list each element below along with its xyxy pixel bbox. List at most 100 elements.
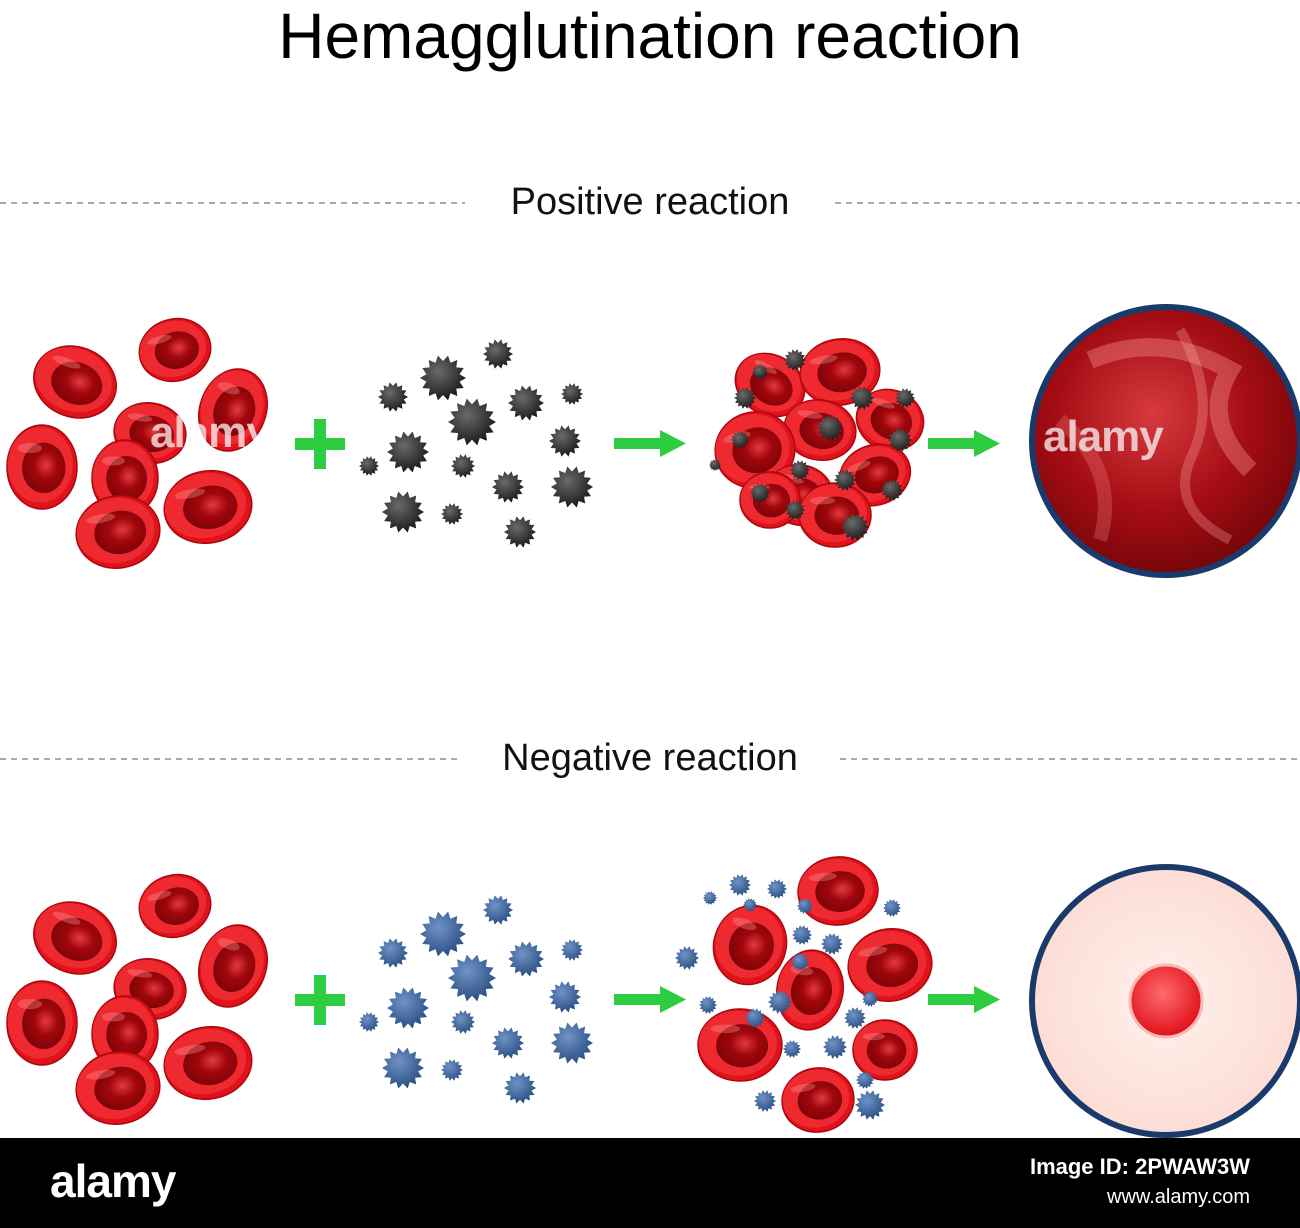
red-blood-cell <box>739 471 801 529</box>
red-blood-cell <box>797 856 879 926</box>
red-blood-cell <box>163 1025 253 1101</box>
negative-arrow-2 <box>928 986 1000 1013</box>
virus-particle <box>441 1059 463 1081</box>
rbc-pellet <box>1128 963 1204 1039</box>
virus-particle <box>895 388 915 408</box>
negative-virus-particles <box>359 895 593 1104</box>
virus-particle <box>862 991 878 1007</box>
virus-particle <box>448 954 496 1002</box>
negative-arrow-1 <box>614 986 686 1013</box>
red-blood-cell <box>847 928 933 1002</box>
virus-particle <box>551 466 593 508</box>
virus-particle <box>743 898 757 912</box>
red-blood-cell <box>852 1019 918 1081</box>
virus-particle <box>420 355 466 401</box>
red-blood-cell <box>781 1067 855 1133</box>
red-blood-cell <box>75 1051 161 1125</box>
virus-particle <box>734 387 756 409</box>
red-blood-cell <box>75 495 161 569</box>
footer-image-id: Image ID: 2PWAW3W <box>1029 1154 1250 1179</box>
virus-particle <box>841 513 869 541</box>
virus-particle <box>791 953 809 971</box>
virus-particle <box>675 946 699 970</box>
virus-particle <box>768 990 792 1014</box>
negative-plus-sign <box>295 975 345 1025</box>
virus-particle <box>549 981 581 1013</box>
virus-particle <box>508 385 544 421</box>
footer-bar: alamy Image ID: 2PWAW3W www.alamy.com <box>0 1138 1300 1228</box>
virus-particle <box>382 1047 424 1089</box>
positive-arrow-2 <box>928 430 1000 457</box>
virus-particle <box>549 425 581 457</box>
red-blood-cell <box>6 980 78 1066</box>
page-title: Hemagglutination reaction <box>278 0 1022 72</box>
positive-arrow-1 <box>614 430 686 457</box>
positive-well-result <box>1029 304 1300 578</box>
positive-agglutinated-cluster <box>709 338 925 548</box>
virus-particle <box>731 431 749 449</box>
virus-particle <box>785 500 805 520</box>
virus-particle <box>745 1008 765 1028</box>
virus-particle <box>844 1007 866 1029</box>
virus-particle <box>492 471 524 503</box>
virus-particle <box>888 428 912 452</box>
virus-particle <box>881 479 903 501</box>
virus-particle <box>792 925 812 945</box>
virus-particle <box>378 938 408 968</box>
positive-reaction-text: Positive reaction <box>488 181 812 223</box>
red-blood-cell <box>712 904 788 986</box>
virus-particle <box>767 879 787 899</box>
footer-brand-logo: alamy <box>50 1155 176 1207</box>
red-blood-cell <box>91 995 159 1073</box>
virus-particle <box>729 874 751 896</box>
virus-particle <box>699 996 717 1014</box>
virus-particle <box>883 899 901 917</box>
virus-particle <box>451 1010 475 1034</box>
virus-particle <box>823 1035 847 1059</box>
virus-particle <box>709 459 721 471</box>
virus-particle <box>790 460 810 480</box>
virus-particle <box>441 503 463 525</box>
footer-url: www.alamy.com <box>1107 1186 1250 1208</box>
negative-unagglutinated-mix <box>675 856 933 1133</box>
virus-particle <box>784 349 806 371</box>
virus-particle <box>483 895 513 925</box>
positive-red-blood-cells <box>6 317 268 569</box>
virus-particle <box>750 483 770 503</box>
virus-particle <box>492 1027 524 1059</box>
red-blood-cell <box>776 949 844 1031</box>
virus-particle <box>561 939 583 961</box>
negative-reaction-label: Negative reaction <box>0 736 1300 780</box>
virus-particle <box>752 364 768 380</box>
virus-particle <box>387 431 429 473</box>
virus-particle <box>561 383 583 405</box>
negative-reaction-text: Negative reaction <box>480 737 820 779</box>
red-blood-cell <box>198 368 268 452</box>
virus-particle <box>817 415 843 441</box>
positive-reaction-label: Positive reaction <box>0 180 1300 224</box>
virus-particle <box>359 456 379 476</box>
virus-particle <box>821 933 843 955</box>
red-blood-cell <box>697 1008 783 1082</box>
virus-particle <box>448 398 496 446</box>
virus-particle <box>834 469 856 491</box>
watermark-left: alamy <box>150 408 271 457</box>
red-blood-cell <box>138 873 212 939</box>
virus-particle <box>856 1071 874 1089</box>
red-blood-cell <box>138 317 212 383</box>
virus-particle <box>797 898 813 914</box>
positive-virus-particles <box>359 339 593 548</box>
red-blood-cell <box>6 424 78 510</box>
virus-particle <box>855 1090 885 1120</box>
virus-particle <box>451 454 475 478</box>
footer-meta: Image ID: 2PWAW3W www.alamy.com <box>1030 1152 1250 1212</box>
negative-red-blood-cells <box>6 873 268 1125</box>
red-blood-cell <box>33 901 117 975</box>
virus-particle <box>382 491 424 533</box>
red-blood-cell <box>198 924 268 1008</box>
virus-particle <box>387 987 429 1029</box>
virus-particle <box>850 386 874 410</box>
virus-particle <box>504 516 536 548</box>
virus-particle <box>703 891 717 905</box>
negative-well-result <box>1029 864 1300 1138</box>
